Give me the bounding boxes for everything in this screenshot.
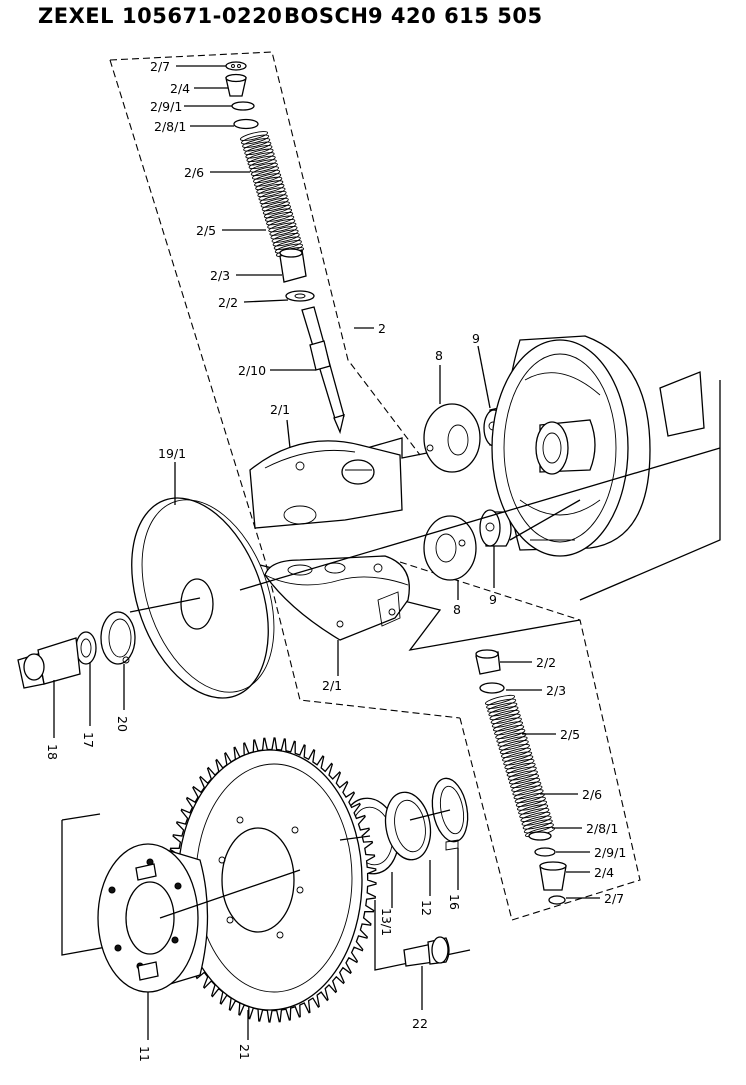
label-2-2-bot: 2/2 [536,655,556,670]
label-2: 2 [378,321,386,336]
label-2-2-top: 2/2 [218,295,238,310]
callouts: 2/7 2/4 2/9/1 2/8/1 2/6 2/5 2/3 2/2 2 2/… [45,59,626,1062]
label-2-10: 2/10 [238,363,266,378]
zexel-part-number: 105671-0220 [122,4,283,28]
bushing-9-lower [479,509,512,547]
maker-bosch: BOSCH [284,4,369,28]
label-2-9-1-bot: 2/9/1 [594,845,626,860]
label-2-9-1-top: 2/9/1 [150,99,182,114]
label-8-top: 8 [435,348,443,363]
label-2-3-top: 2/3 [210,268,230,283]
label-18: 18 [45,744,60,760]
label-9-top: 9 [472,331,480,346]
label-20: 20 [115,716,130,732]
ring-12 [384,791,432,861]
label-16: 16 [447,894,462,910]
label-2-6-bot: 2/6 [582,787,602,802]
label-2-1-bot: 2/1 [322,678,342,693]
label-11: 11 [137,1046,152,1062]
assembly-boundary-upper [109,51,461,719]
circlip-16 [431,777,469,851]
drum-housing [491,335,705,557]
maker-zexel: ZEXEL [38,4,114,28]
label-13-1: 13/1 [379,908,394,936]
label-2-7-bot: 2/7 [604,891,624,906]
housing-half-lower [264,555,410,641]
lower-valve-stack [475,649,567,905]
label-2-4-bot: 2/4 [594,865,614,880]
label-2-8-1-top: 2/8/1 [154,119,186,134]
bolt-22 [403,936,450,967]
label-22: 22 [412,1016,428,1031]
label-2-6-top: 2/6 [184,165,204,180]
bosch-part-number: 9 420 615 505 [368,4,543,28]
label-2-5-top: 2/5 [196,223,216,238]
label-9-bot: 9 [489,592,497,607]
label-2-3-bot: 2/3 [546,683,566,698]
label-2-1-top: 2/1 [270,402,290,417]
axis-lines [129,447,721,919]
label-12: 12 [419,900,434,916]
hub-flange-11 [97,843,209,993]
label-19-1: 19/1 [158,446,186,461]
label-17: 17 [81,732,96,748]
circlip-20 [100,611,136,665]
label-2-7-top: 2/7 [150,59,170,74]
label-2-5-bot: 2/5 [560,727,580,742]
upper-valve-stack [225,61,345,435]
label-8-bot: 8 [453,602,461,617]
housing-half-upper [249,440,403,529]
label-21: 21 [237,1044,252,1060]
label-2-8-1-bot: 2/8/1 [586,821,618,836]
plug-18 [17,637,81,689]
label-2-4-top: 2/4 [170,81,190,96]
bushing-8-lower [423,515,477,581]
bushing-8-upper [423,403,481,473]
assembly-boundary-lower-right [399,561,641,921]
